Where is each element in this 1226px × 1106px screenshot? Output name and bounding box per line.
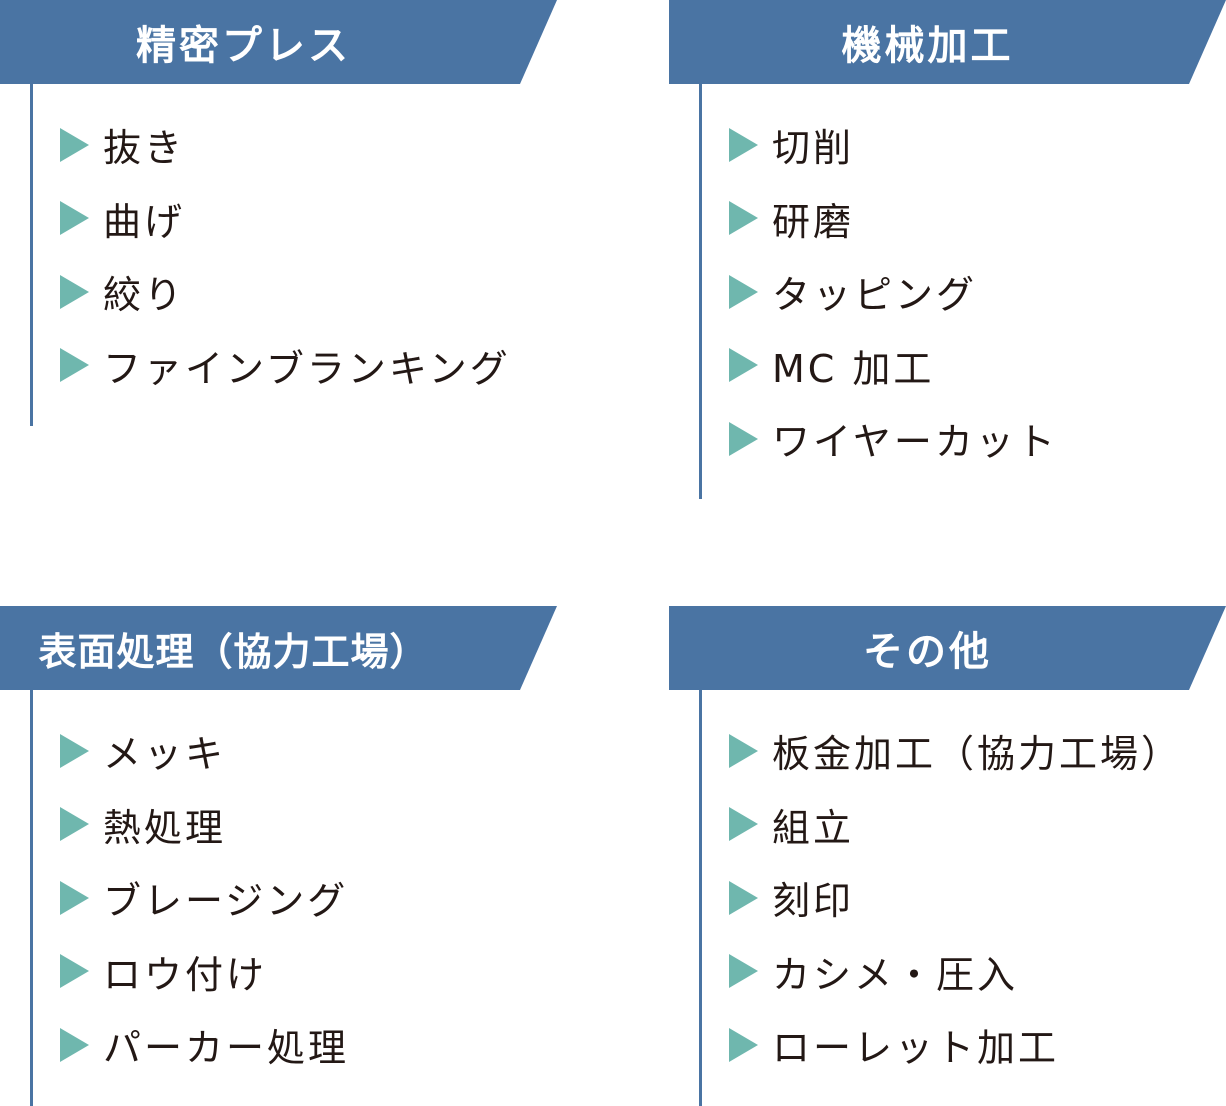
list-item: タッピング <box>729 255 1058 329</box>
section-divider-line <box>699 690 702 1106</box>
right-triangle-icon <box>729 807 758 842</box>
list-item-label: メッキ <box>103 732 227 777</box>
list-item: パーカー処理 <box>60 1008 349 1082</box>
list-item: 熱処理 <box>60 788 349 862</box>
list-item-label: パーカー処理 <box>103 1026 350 1071</box>
list-item: メッキ <box>60 714 349 788</box>
list-item-label: 絞り <box>103 273 186 318</box>
list-item-label: 研磨 <box>772 199 855 244</box>
right-triangle-icon <box>60 1027 89 1062</box>
list-item-label: 切削 <box>772 126 855 171</box>
section-other: その他 板金加工（協力工場） 組立 刻印 カシメ・圧入 ローレット加工 <box>669 606 1226 1106</box>
right-triangle-icon <box>729 1027 758 1062</box>
list-item-label: 板金加工（協力工場） <box>772 732 1183 777</box>
list-item-label: ファインブランキング <box>103 346 511 391</box>
right-triangle-icon <box>729 421 758 456</box>
right-triangle-icon <box>729 880 758 915</box>
right-triangle-icon <box>60 733 89 768</box>
section-title: その他 <box>669 606 1226 690</box>
list-item: 組立 <box>729 788 1182 862</box>
item-list: メッキ 熱処理 ブレージング ロウ付け パーカー処理 <box>60 714 349 1082</box>
section-title: 機械加工 <box>669 0 1226 84</box>
list-item: ローレット加工 <box>729 1008 1182 1082</box>
list-item-label: 抜き <box>103 126 186 171</box>
right-triangle-icon <box>60 954 89 989</box>
list-item: 曲げ <box>60 182 511 256</box>
list-item-label: カシメ・圧入 <box>772 952 1019 997</box>
right-triangle-icon <box>60 807 89 842</box>
right-triangle-icon <box>729 274 758 309</box>
list-item: カシメ・圧入 <box>729 935 1182 1009</box>
section-machining: 機械加工 切削 研磨 タッピング MC 加工 ワイヤーカット <box>669 0 1226 500</box>
list-item-label: 曲げ <box>103 199 186 244</box>
section-divider-line <box>30 690 33 1106</box>
item-list: 板金加工（協力工場） 組立 刻印 カシメ・圧入 ローレット加工 <box>729 714 1182 1082</box>
list-item: 研磨 <box>729 182 1058 256</box>
section-precision-press: 精密プレス 抜き 曲げ 絞り ファインブランキング <box>0 0 560 430</box>
item-list: 切削 研磨 タッピング MC 加工 ワイヤーカット <box>729 108 1058 476</box>
list-item: 刻印 <box>729 861 1182 935</box>
list-item-label: ローレット加工 <box>772 1026 1060 1071</box>
list-item: 切削 <box>729 108 1058 182</box>
right-triangle-icon <box>60 274 89 309</box>
right-triangle-icon <box>729 201 758 236</box>
list-item: 板金加工（協力工場） <box>729 714 1182 788</box>
list-item-label: ブレージング <box>103 879 349 924</box>
list-item-label: 刻印 <box>772 879 855 924</box>
section-divider-line <box>699 84 702 499</box>
list-item-label: 熱処理 <box>103 805 227 850</box>
section-title: 精密プレス <box>0 0 557 84</box>
right-triangle-icon <box>60 201 89 236</box>
list-item: ファインブランキング <box>60 329 511 403</box>
list-item: 抜き <box>60 108 511 182</box>
list-item: ワイヤーカット <box>729 402 1058 476</box>
section-surface-treatment: 表面処理（協力工場） メッキ 熱処理 ブレージング ロウ付け パーカー処理 <box>0 606 560 1106</box>
section-divider-line <box>30 84 33 426</box>
list-item: MC 加工 <box>729 329 1058 403</box>
right-triangle-icon <box>60 348 89 383</box>
list-item: ブレージング <box>60 861 349 935</box>
list-item-label: タッピング <box>772 273 978 318</box>
section-title: 表面処理（協力工場） <box>0 606 557 690</box>
right-triangle-icon <box>729 733 758 768</box>
right-triangle-icon <box>729 954 758 989</box>
list-item-label: 組立 <box>772 805 855 850</box>
right-triangle-icon <box>729 348 758 383</box>
list-item: ロウ付け <box>60 935 349 1009</box>
list-item: 絞り <box>60 255 511 329</box>
list-item-label: ロウ付け <box>103 952 268 997</box>
right-triangle-icon <box>60 880 89 915</box>
list-item-label: MC 加工 <box>772 346 935 391</box>
item-list: 抜き 曲げ 絞り ファインブランキング <box>60 108 511 402</box>
right-triangle-icon <box>60 127 89 162</box>
right-triangle-icon <box>729 127 758 162</box>
list-item-label: ワイヤーカット <box>772 420 1058 465</box>
